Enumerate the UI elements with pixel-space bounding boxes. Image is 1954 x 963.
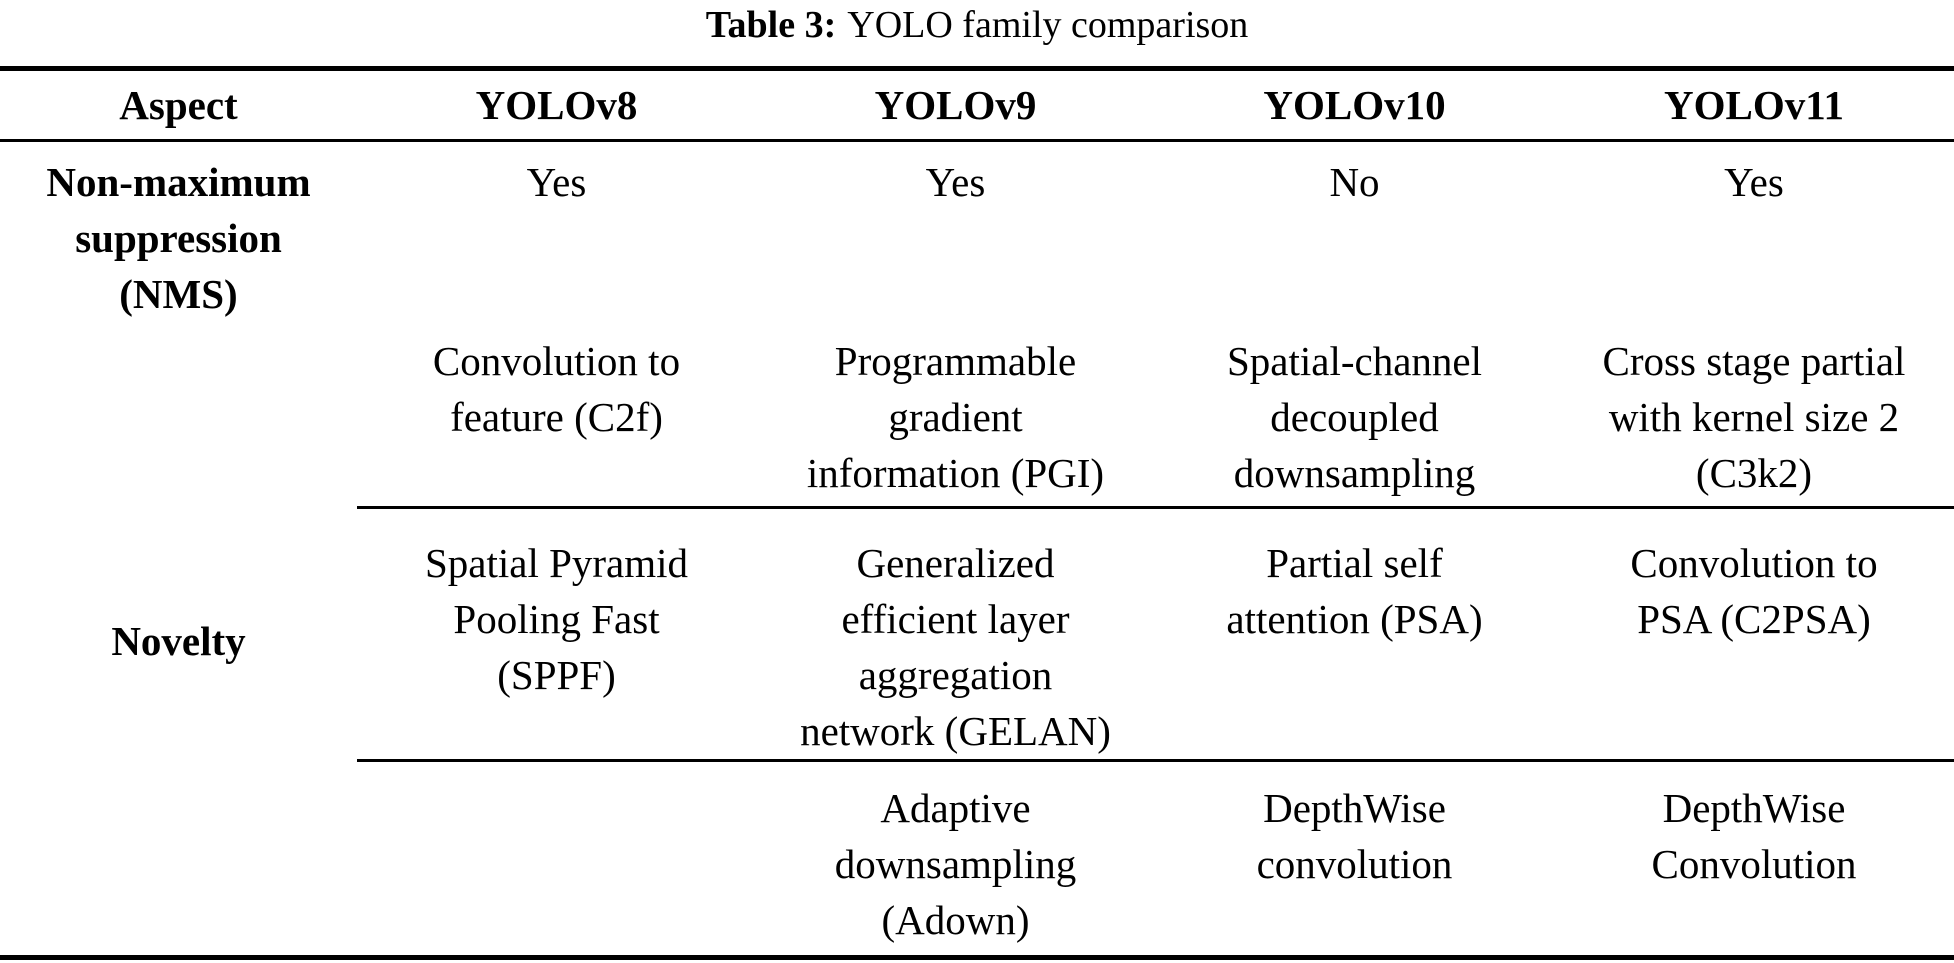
cell-nms-yolov8: Yes [526,159,587,205]
cell-nms-aspect: Non-maximum suppression (NMS) [46,159,311,317]
cell-novelty-r2-yolov8: Spatial Pyramid Pooling Fast (SPPF) [357,509,756,762]
cell-novelty-r3-yolov11: DepthWise Convolution [1651,785,1857,887]
cell-nms-yolov11: Yes [1724,159,1784,205]
table-caption-text: YOLO family comparison [847,4,1249,46]
cell-novelty-r1-yolov10: Spatial-channel decoupled downsampling [1155,327,1554,509]
cell-novelty-r3-yolov8 [357,762,756,955]
cell-novelty-r1-yolov8: Convolution to feature (C2f) [357,327,756,509]
header-yolov9: YOLOv9 [756,71,1155,142]
table-caption-label: Table 3: [705,4,837,46]
header-yolov10: YOLOv10 [1155,71,1554,142]
cell-novelty-r1-yolov11: Cross stage partial with kernel size 2 (… [1554,327,1954,509]
cell-novelty-r3-yolov10: DepthWise convolution [1256,785,1453,887]
cell-novelty-r3-yolov9: Adaptive downsampling (Adown) [834,785,1077,943]
cell-novelty-r1-yolov9: Programmable gradient information (PGI) [756,327,1155,509]
header-aspect: Aspect [0,71,357,142]
cell-novelty-r2-yolov9: Generalized efficient layer aggregation … [756,509,1155,762]
yolo-comparison-table: Aspect YOLOv8 YOLOv9 YOLOv10 YOLOv11 Non… [0,66,1954,960]
header-yolov11: YOLOv11 [1554,71,1954,142]
cell-novelty-r2-yolov10: Partial self attention (PSA) [1155,509,1554,762]
table-caption: Table 3: YOLO family comparison [0,0,1954,66]
cell-novelty-r2-yolov11: Convolution to PSA (C2PSA) [1554,509,1954,762]
cell-nms-yolov9: Yes [925,159,986,205]
cell-novelty-aspect: Novelty [111,618,246,664]
cell-nms-yolov10: No [1329,159,1380,205]
header-yolov8: YOLOv8 [357,71,756,142]
